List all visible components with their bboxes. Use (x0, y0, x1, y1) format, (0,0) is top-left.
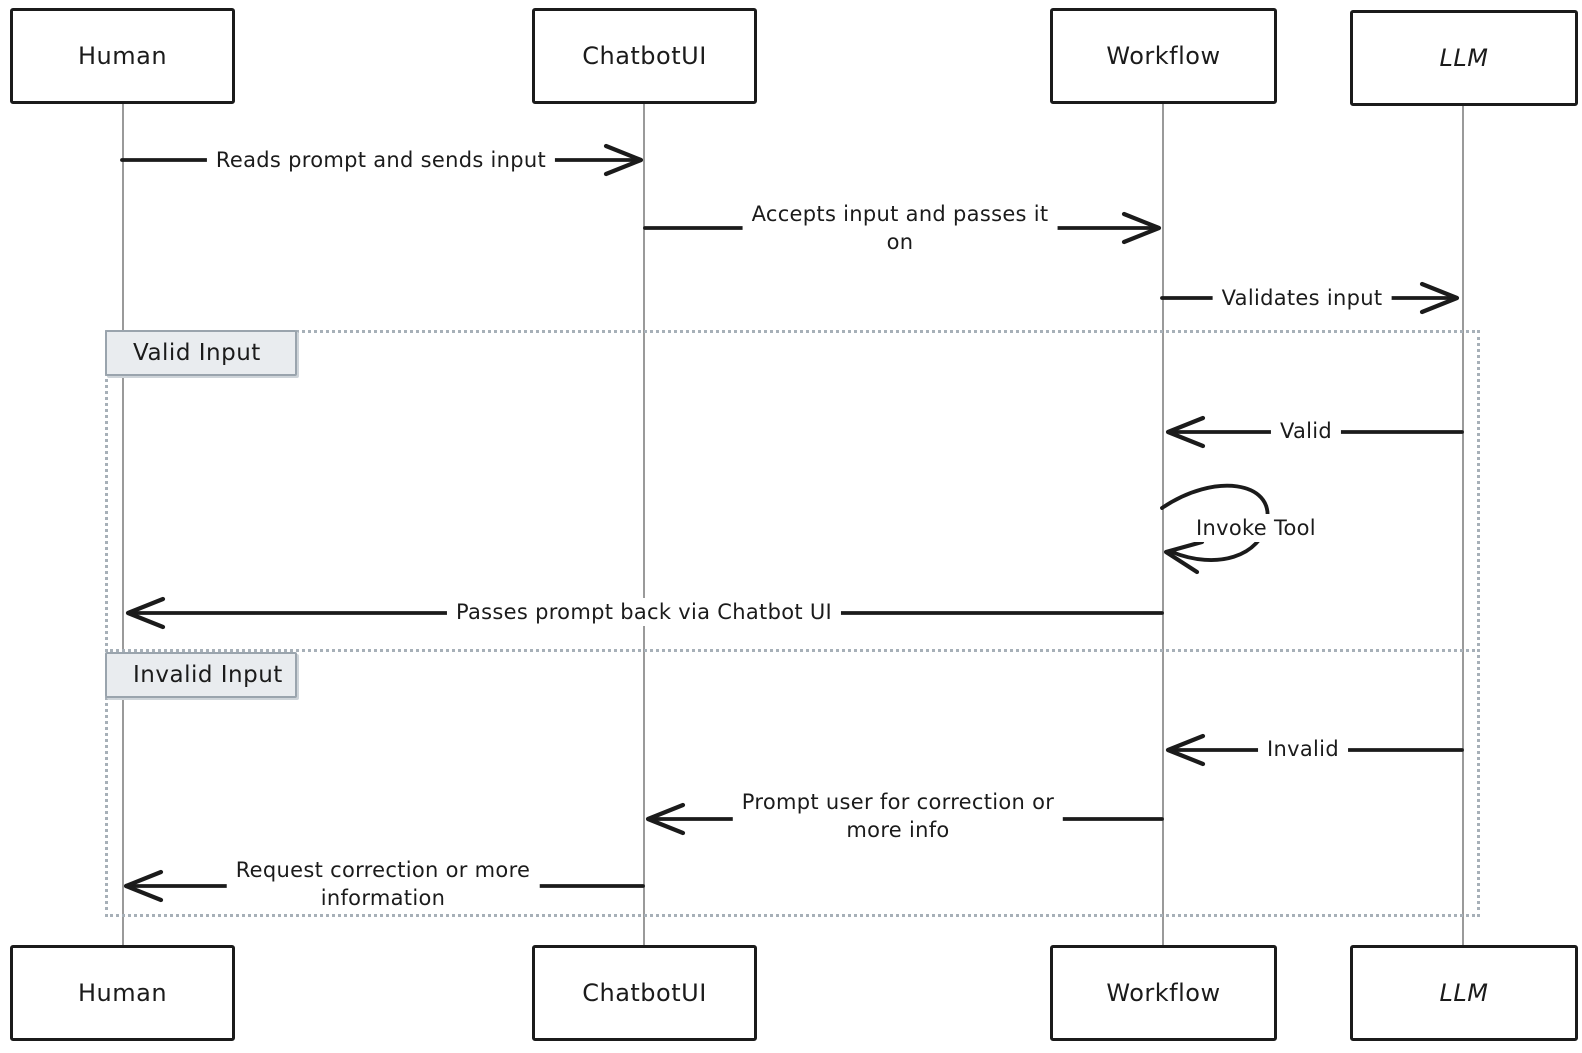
lifeline-human (122, 104, 124, 946)
arrow-reads-prompt-head (603, 143, 644, 177)
actor-label: ChatbotUI (582, 979, 707, 1007)
actor-top-workflow: Workflow (1050, 8, 1277, 104)
actor-bottom-llm: LLM (1350, 945, 1578, 1041)
message-label-valid: Valid (1270, 417, 1342, 445)
actor-bottom-chatbotui: ChatbotUI (532, 945, 757, 1041)
alt-section-invalid-label: Invalid Input (105, 652, 297, 698)
actor-bottom-workflow: Workflow (1050, 945, 1277, 1041)
actor-label: Human (77, 979, 168, 1007)
lifeline-chatbotui (643, 104, 645, 946)
actor-top-chatbotui: ChatbotUI (532, 8, 757, 104)
lifeline-llm (1462, 104, 1464, 946)
alt-section-title: Valid Input (133, 340, 261, 366)
message-label-prompt-user: Prompt user for correction or more info (732, 788, 1064, 844)
actor-label: LLM (1439, 44, 1489, 72)
actor-label: ChatbotUI (582, 42, 707, 70)
actor-label: LLM (1439, 979, 1489, 1007)
actor-label: Human (77, 42, 168, 70)
actor-label: Workflow (1106, 42, 1221, 70)
message-label-invoke-tool: Invoke Tool (1187, 514, 1325, 542)
alt-section-valid-label: Valid Input (105, 330, 297, 376)
actor-top-llm: LLM (1350, 10, 1578, 106)
alt-frame (105, 330, 1480, 917)
message-label-accepts-input: Accepts input and passes it on (742, 200, 1058, 256)
message-label-invalid: Invalid (1258, 735, 1348, 763)
message-label-passes-back: Passes prompt back via Chatbot UI (446, 598, 842, 626)
actor-top-human: Human (10, 8, 235, 104)
arrow-accepts-input-head (1121, 211, 1162, 245)
actor-bottom-human: Human (10, 945, 235, 1041)
alt-divider (105, 649, 1480, 652)
message-label-request-correction: Request correction or more information (226, 856, 540, 912)
message-label-reads-prompt: Reads prompt and sends input (206, 146, 556, 174)
message-label-validates-input: Validates input (1212, 284, 1392, 312)
alt-section-title: Invalid Input (133, 662, 283, 688)
actor-label: Workflow (1106, 979, 1221, 1007)
arrow-validates-input-head (1419, 281, 1460, 315)
